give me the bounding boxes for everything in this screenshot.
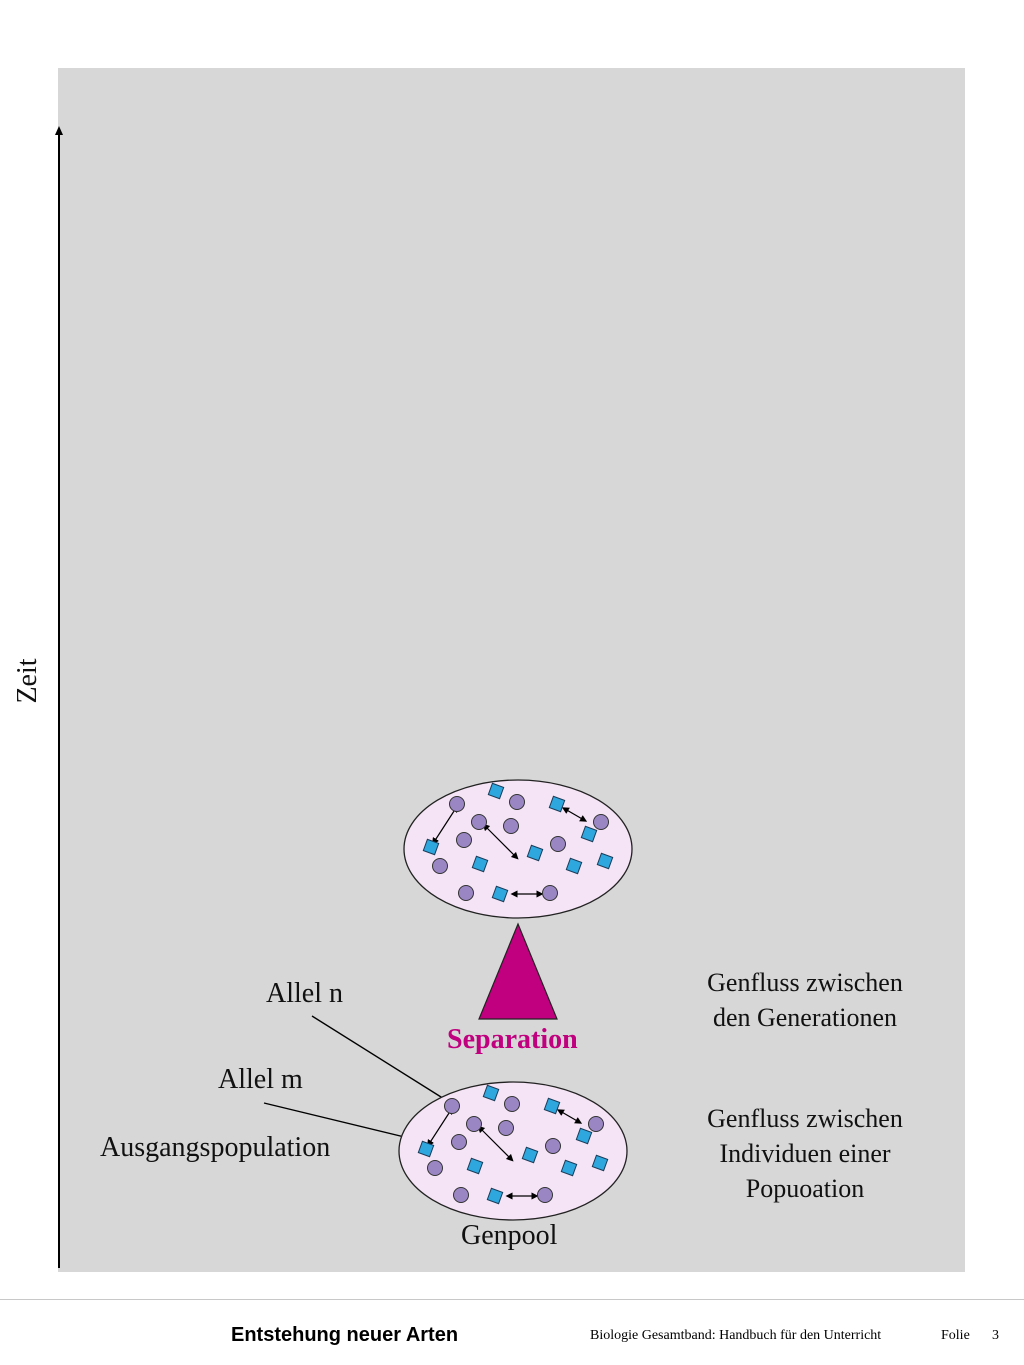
label-genfluss-individuen: Genfluss zwischen Individuen einer Popuo… — [680, 1101, 930, 1206]
footer-folie-label: Folie — [941, 1328, 970, 1343]
allel-n-individual — [503, 818, 519, 834]
time-axis-arrowhead — [55, 126, 63, 135]
allel-n-individual — [453, 1187, 469, 1203]
slide-panel — [58, 68, 965, 1272]
allel-m-individual — [596, 852, 614, 870]
allel-n-individual — [498, 1120, 514, 1136]
allel-m-individual — [521, 1146, 539, 1164]
footer-divider — [0, 1299, 1024, 1300]
allel-m-individual — [543, 1097, 561, 1115]
ancestral-genpool — [398, 1081, 628, 1221]
separation-triangle — [478, 922, 558, 1020]
allel-m-individual — [422, 838, 440, 856]
label-allel-n: Allel n — [266, 978, 343, 1009]
allel-m-individual — [575, 1127, 593, 1145]
gene-flow-arrow — [432, 804, 458, 846]
allel-m-individual — [471, 855, 489, 873]
allel-m-individual — [482, 1084, 500, 1102]
allel-n-individual — [466, 1116, 482, 1132]
gene-flow-arrow — [477, 1125, 514, 1162]
allel-n-individual — [509, 794, 525, 810]
allel-n-individual — [427, 1160, 443, 1176]
descendant-pool — [403, 779, 633, 919]
allel-m-individual — [560, 1159, 578, 1177]
allel-n-individual — [458, 885, 474, 901]
allel-m-individual — [548, 795, 566, 813]
allel-n-individual — [444, 1098, 460, 1114]
allel-n-individual — [471, 814, 487, 830]
allel-n-individual — [504, 1096, 520, 1112]
allel-m-individual — [417, 1140, 435, 1158]
gene-flow-arrow — [561, 807, 588, 822]
gene-flow-arrow — [556, 1109, 583, 1124]
allel-m-individual — [486, 1187, 504, 1205]
allel-n-individual — [432, 858, 448, 874]
allel-n-individual — [550, 836, 566, 852]
allel-n-pointer — [311, 1015, 450, 1103]
footer-page-number: 3 — [992, 1328, 999, 1343]
footer-title: Entstehung neuer Arten — [231, 1324, 459, 1346]
label-ausgangspopulation: Ausgangspopulation — [100, 1132, 331, 1163]
allel-m-individual — [565, 857, 583, 875]
allel-m-individual — [487, 782, 505, 800]
allel-m-individual — [466, 1157, 484, 1175]
genfluss-individuen-line-1: Genfluss zwischen — [707, 1104, 903, 1133]
allel-m-pointer — [263, 1102, 422, 1142]
footer-source: Biologie Gesamtband: Handbuch für den Un… — [590, 1328, 882, 1343]
allel-n-individual — [593, 814, 609, 830]
genfluss-individuen-line-2: Individuen einer — [719, 1139, 891, 1168]
allel-n-individual — [456, 832, 472, 848]
axis-label-zeit: Zeit — [12, 658, 43, 704]
genfluss-generationen-line-2: den Generationen — [712, 1003, 898, 1032]
allel-m-individual — [491, 885, 509, 903]
allel-m-individual — [526, 844, 544, 862]
gene-flow-arrow — [482, 823, 519, 860]
allel-n-individual — [542, 885, 558, 901]
genfluss-individuen-line-3: Popuoation — [745, 1174, 865, 1203]
allel-n-individual — [588, 1116, 604, 1132]
allel-m-individual — [591, 1154, 609, 1172]
label-separation: Separation — [447, 1024, 578, 1055]
allel-m-individual — [580, 825, 598, 843]
gene-flow-arrow — [427, 1106, 453, 1148]
allel-n-individual — [545, 1138, 561, 1154]
label-genfluss-generationen: Genfluss zwischen den Generationen — [680, 965, 930, 1035]
allel-n-individual — [537, 1187, 553, 1203]
allel-n-individual — [449, 796, 465, 812]
label-genpool: Genpool — [461, 1220, 558, 1251]
label-allel-m: Allel m — [218, 1064, 303, 1095]
allel-n-individual — [451, 1134, 467, 1150]
genfluss-generationen-line-1: Genfluss zwischen — [707, 968, 903, 997]
